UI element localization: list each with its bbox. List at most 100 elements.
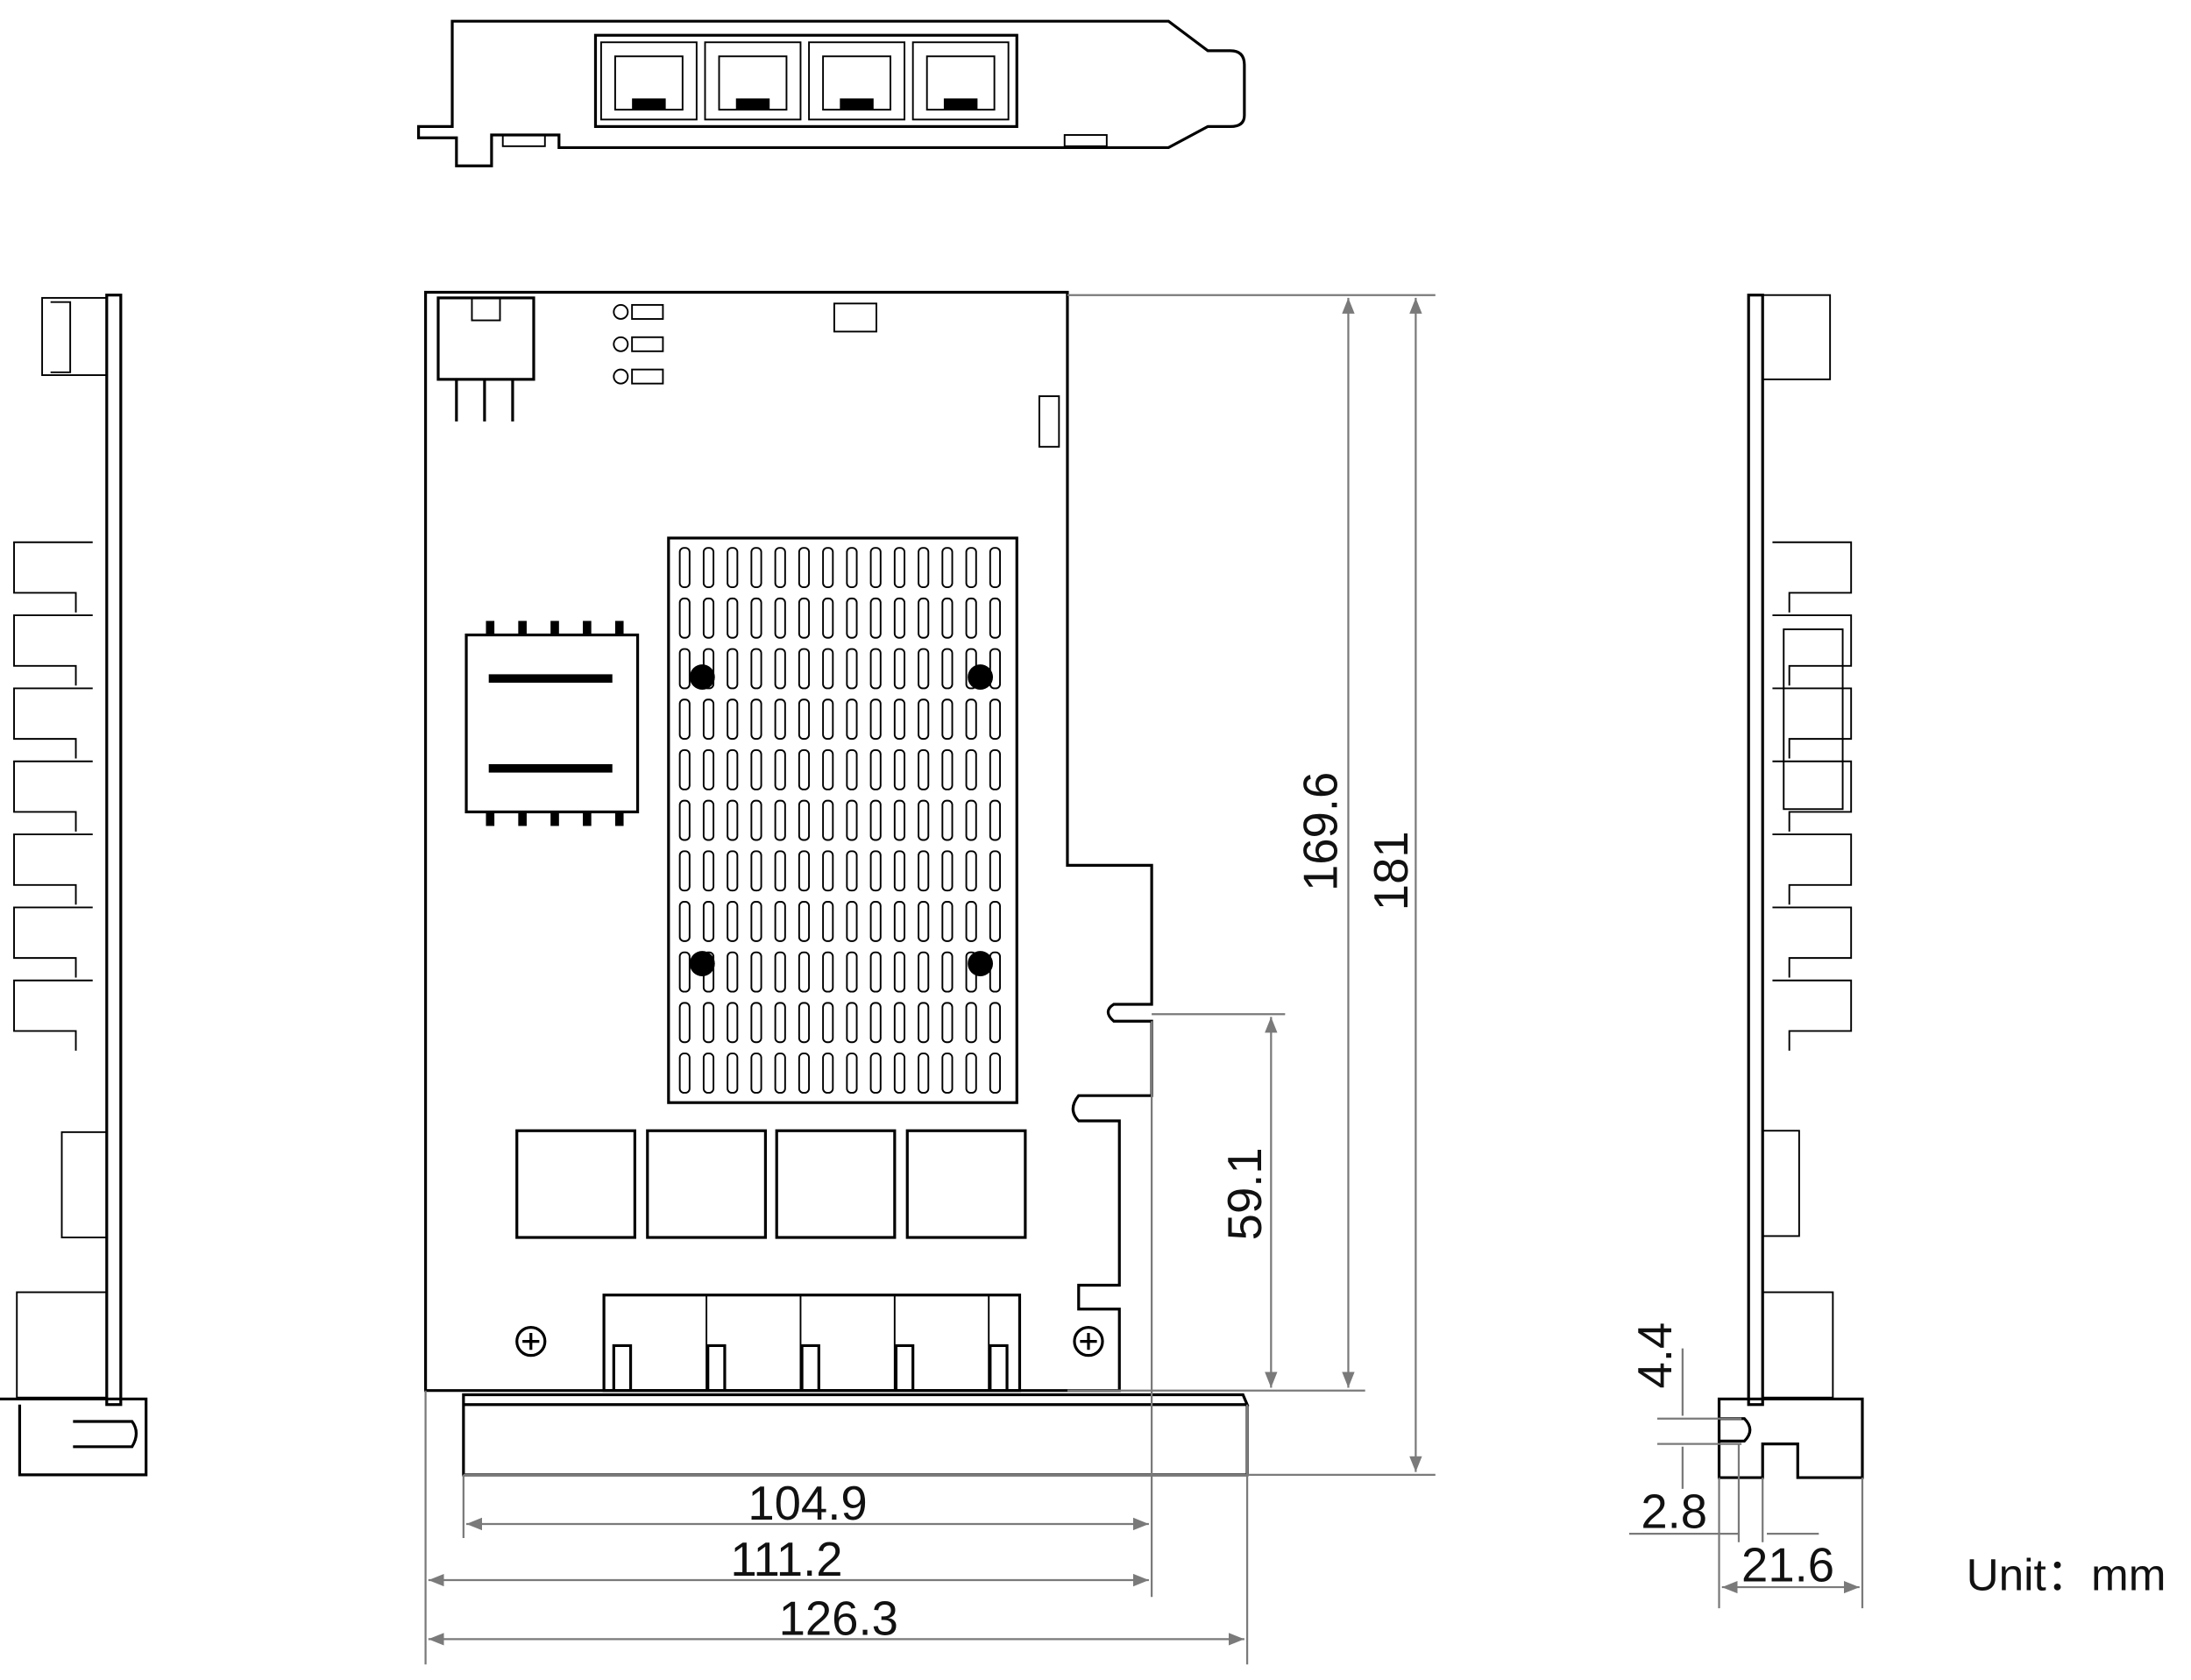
heatsink-fin (989, 748, 1001, 790)
rj45-pin (612, 1343, 633, 1391)
heatsink-fin (678, 648, 691, 690)
heatsink-fin (727, 597, 739, 639)
heatsink (667, 536, 1018, 1104)
heatsink-fin (678, 698, 691, 741)
heatsink-fin (727, 901, 739, 942)
dim-connector-offset: 59.1 (1218, 1147, 1272, 1240)
heatsink-fin (869, 748, 882, 790)
rj45-pin (800, 1343, 820, 1391)
heatsink-fin (918, 547, 930, 589)
heatsink-fin (702, 698, 715, 741)
rj45-port (911, 41, 1010, 121)
heatsink-fin (965, 901, 977, 942)
heatsink-fin (941, 799, 954, 841)
heatsink-fin (941, 1053, 954, 1094)
heatsink-fin (678, 850, 691, 892)
heatsink-fin (918, 648, 930, 690)
heatsink-fin (678, 951, 691, 993)
heatsink-fin (798, 547, 811, 589)
heatsink-fin (750, 799, 762, 841)
heatsink-fin (822, 1053, 834, 1094)
chip-pin (486, 812, 495, 826)
heatsink-fin (941, 648, 954, 690)
heatsink-fin (798, 748, 811, 790)
heatsink-fin (893, 799, 906, 841)
heatsink-fin (989, 951, 1001, 993)
side-fin (1772, 760, 1853, 832)
heatsink-fin (750, 648, 762, 690)
heatsink-fin (822, 901, 834, 942)
heatsink-fin (822, 698, 834, 741)
side-fin (1772, 687, 1853, 759)
left-side-view (0, 294, 148, 1477)
heatsink-fin (989, 799, 1001, 841)
chip-pin (550, 812, 559, 826)
heatsink-fin (893, 1002, 906, 1044)
rj45-latch (943, 98, 978, 110)
heatsink-fin (918, 748, 930, 790)
rj45-pin (989, 1343, 1009, 1391)
side-fin (13, 614, 93, 686)
heatsink-fin (822, 951, 834, 993)
heatsink-fin (941, 597, 954, 639)
heatsink-fin (678, 1053, 691, 1094)
heatsink-fin (941, 850, 954, 892)
chip-pin (486, 620, 495, 635)
screw-icon (1073, 1325, 1104, 1357)
heatsink-fin (965, 748, 977, 790)
heatsink-fin (941, 901, 954, 942)
rj45-pin (706, 1343, 727, 1391)
heatsink-fin (846, 799, 858, 841)
heatsink-fin (893, 951, 906, 993)
screw-icon (515, 1325, 547, 1357)
heatsink-fin (774, 547, 786, 589)
side-fin (1772, 541, 1853, 613)
heatsink-fin (678, 748, 691, 790)
heatsink-fin (893, 648, 906, 690)
heatsink-fin (846, 850, 858, 892)
led-icon (613, 336, 629, 352)
heatsink-fin (798, 648, 811, 690)
heatsink-fin (678, 1002, 691, 1044)
heatsink-fin (822, 547, 834, 589)
heatsink-fin (989, 648, 1001, 690)
heatsink-fin (941, 1002, 954, 1044)
heatsink-fin (918, 951, 930, 993)
heatsink-fin (846, 951, 858, 993)
heatsink-fin (941, 748, 954, 790)
rj45-port (808, 41, 906, 121)
heatsink-fin (989, 850, 1001, 892)
side-fin (13, 687, 93, 759)
heatsink-fin (869, 901, 882, 942)
heatsink-fin (727, 951, 739, 993)
heatsink-fin (869, 951, 882, 993)
heatsink-fin (965, 597, 977, 639)
heatsink-fin (989, 901, 1001, 942)
heatsink-fin (893, 850, 906, 892)
heatsink-fin (989, 698, 1001, 741)
dimension-lines (424, 294, 1864, 1665)
heatsink-fin (727, 648, 739, 690)
heatsink-fin (869, 850, 882, 892)
chip-pin (583, 812, 592, 826)
heatsink-fin (750, 748, 762, 790)
led-icon (613, 368, 629, 385)
side-fin (1772, 906, 1853, 978)
heatsink-fin (989, 1002, 1001, 1044)
heatsink-fin (893, 547, 906, 589)
heatsink-fin (798, 1053, 811, 1094)
heatsink-fin (702, 597, 715, 639)
heatsink-fin (702, 901, 715, 942)
heatsink-fin (750, 951, 762, 993)
heatsink-fin (965, 698, 977, 741)
heatsink-fin (774, 698, 786, 741)
heatsink-fin (798, 850, 811, 892)
heatsink-fin (941, 547, 954, 589)
heatsink-fin (750, 698, 762, 741)
heatsink-fin (702, 1053, 715, 1094)
dim-bracket-slot: 4.4 (1628, 1322, 1682, 1389)
heatsink-fin (846, 698, 858, 741)
heatsink-fin (869, 698, 882, 741)
heatsink-fin (774, 850, 786, 892)
heatsink-fin (965, 799, 977, 841)
